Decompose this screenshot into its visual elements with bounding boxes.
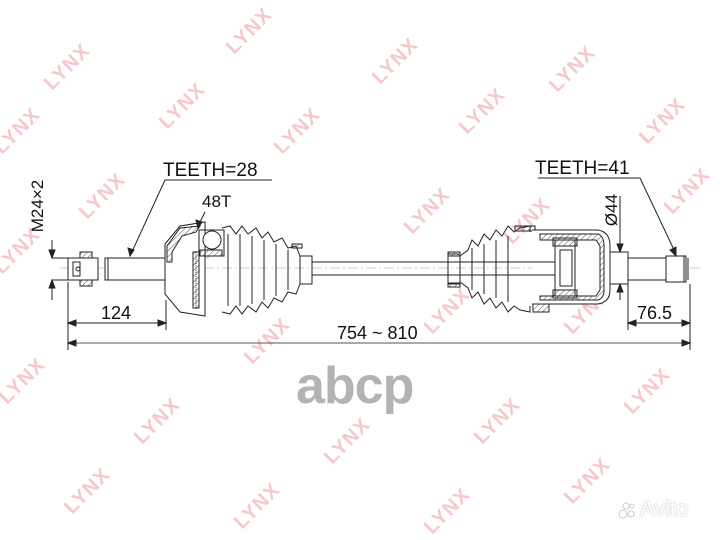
inner-teeth-label: TEETH=41 [535,158,630,179]
outer-teeth-label: TEETH=28 [163,160,258,181]
total-length-label: 754 ~ 810 [337,323,418,343]
avito-logo: Avito [640,496,689,521]
thread-label: M24×2 [28,179,48,233]
inner-diameter-label: Ø44 [602,193,622,227]
abs-ring-label: 48T [202,192,232,211]
abcp-logo: abcp [296,357,414,415]
inner-stub-length-label: 76.5 [637,303,673,323]
outer-stub-length-label: 124 [101,303,132,323]
avito-dots-icon [618,502,635,519]
